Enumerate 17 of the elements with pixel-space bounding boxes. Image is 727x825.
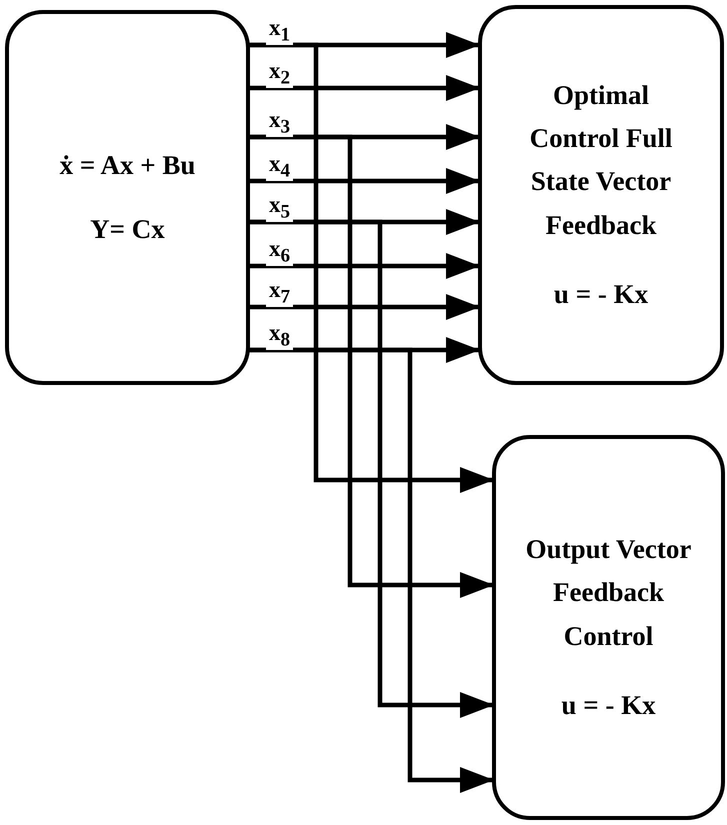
block-title: Optimal Control Full State Vector Feedback [528,79,674,242]
control-law: u = - Kx [554,278,648,311]
signal-arrow [248,294,480,320]
rounded-box [478,5,724,385]
block-title: Output Vector Feedback Control [524,533,692,652]
signal-arrow [248,42,494,493]
rounded-box [492,435,725,820]
control-law: u = - Kx [561,688,656,722]
signal-arrow [248,220,494,718]
signal-arrow [248,253,480,279]
rounded-box [5,10,250,385]
signal-arrow [248,134,494,598]
equation: Y= Cx [90,212,165,246]
signal-arrow [248,348,494,793]
signal-arrow [248,168,480,194]
signal-arrow [248,75,480,101]
equation: ẋ = Ax + Bu [60,149,196,182]
